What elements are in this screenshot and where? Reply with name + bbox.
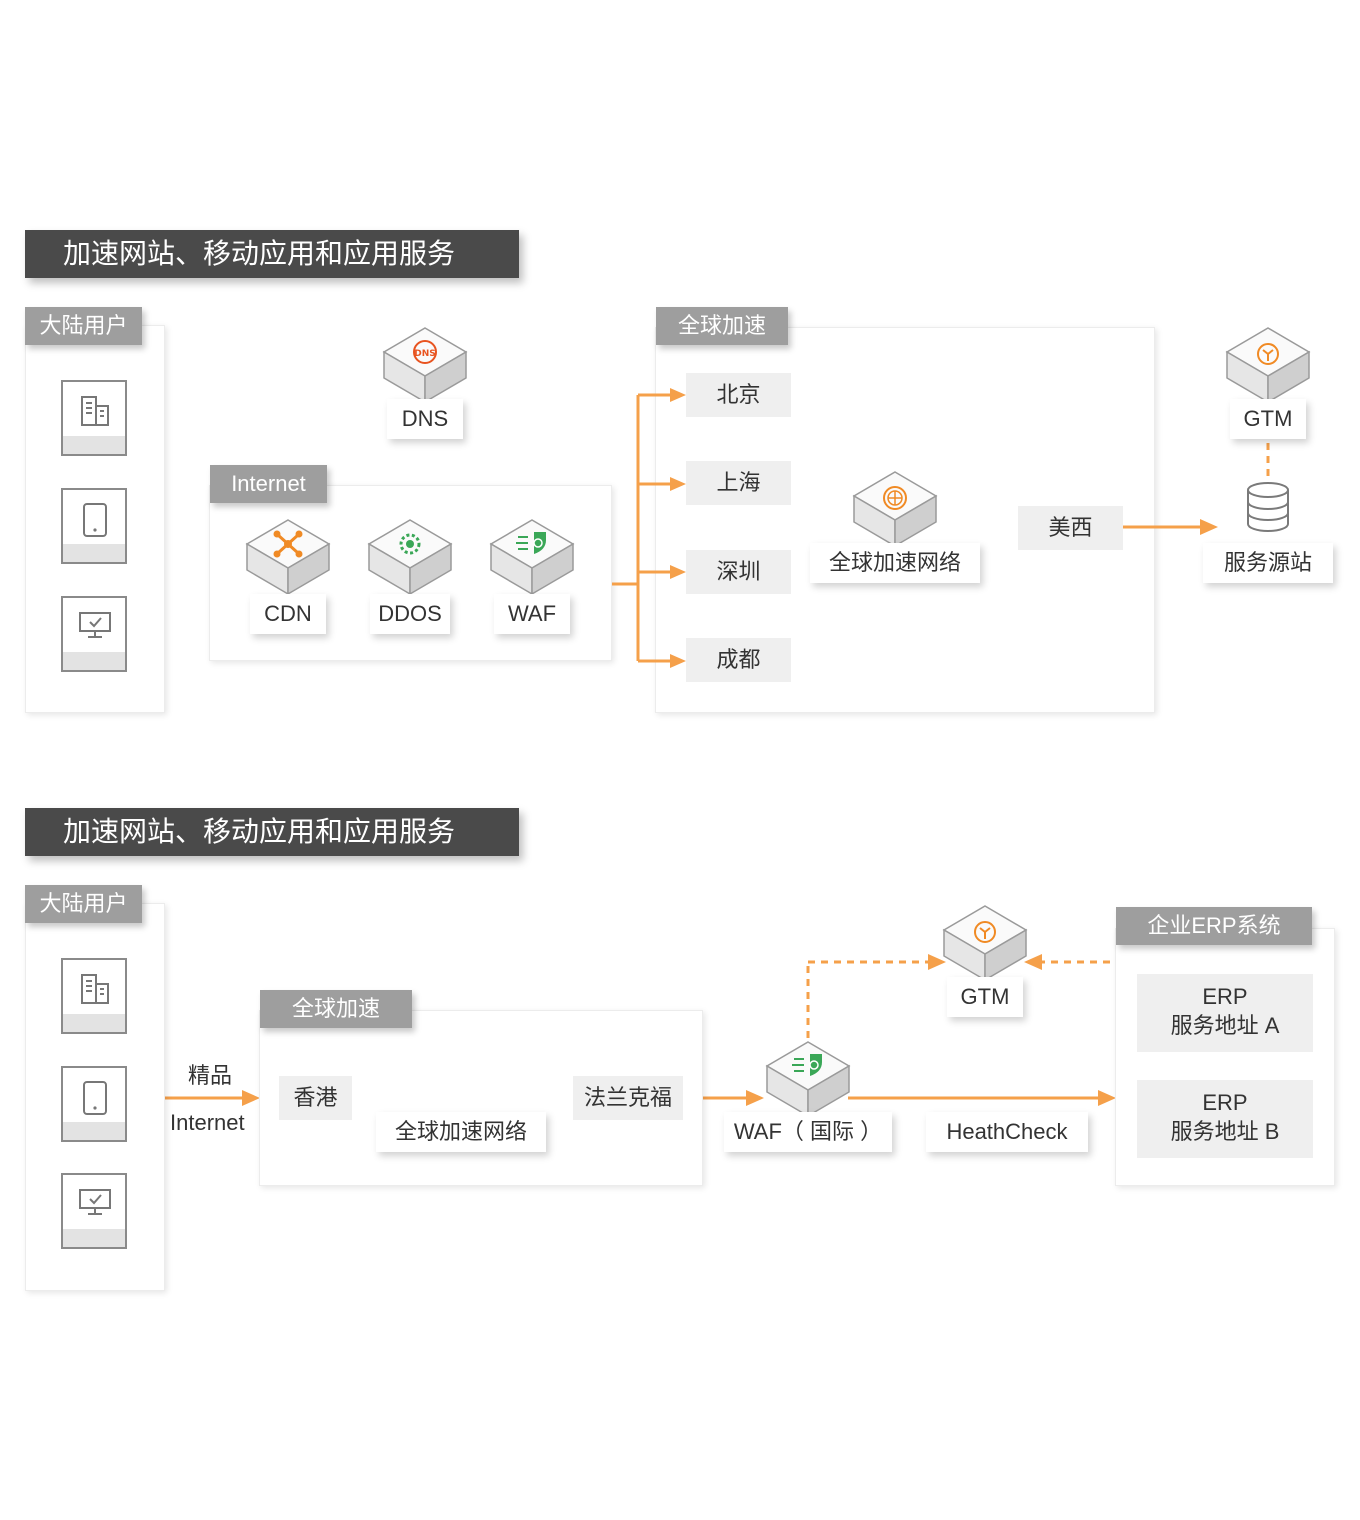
city-chengdu: 成都 <box>686 638 791 682</box>
cdn-label: CDN <box>250 594 326 634</box>
tablet-icon <box>83 503 107 537</box>
top-arrowheads <box>670 388 1218 668</box>
bottom-device-monitor <box>61 1173 127 1249</box>
top-device-building <box>61 380 127 456</box>
origin-label: 服务源站 <box>1203 543 1333 583</box>
monitor-icon <box>79 612 111 638</box>
top-global-tag: 全球加速 <box>656 307 788 345</box>
bottom-device-tablet <box>61 1066 127 1142</box>
erp-address-b: ERP 服务地址 B <box>1137 1080 1313 1158</box>
gtm-cube-top <box>1226 327 1310 403</box>
database-icon <box>1247 482 1289 532</box>
healthcheck-label: HeathCheck <box>926 1112 1088 1152</box>
bottom-arrowheads <box>242 954 1116 1106</box>
bottom-flow-lines <box>165 960 1110 1100</box>
building-icon <box>81 396 109 426</box>
network-label: 全球加速网络 <box>810 543 980 583</box>
building-icon <box>81 974 109 1004</box>
premium-label-line2: Internet <box>170 1110 245 1135</box>
erp-tag: 企业ERP系统 <box>1116 907 1312 945</box>
waf-cube <box>490 519 574 595</box>
frankfurt-label: 法兰克福 <box>573 1076 683 1120</box>
us-west-label: 美西 <box>1018 506 1123 550</box>
ddos-label: DDOS <box>370 594 450 634</box>
tablet-icon <box>83 1081 107 1115</box>
erp-a-subtitle: 服务地址 A <box>1170 1013 1280 1038</box>
dns-cube: DNS <box>383 327 467 403</box>
waf-intl-label: WAF（ 国际 ） <box>724 1112 892 1152</box>
erp-b-subtitle: 服务地址 B <box>1170 1119 1280 1144</box>
waf-label: WAF <box>494 594 570 634</box>
city-shanghai: 上海 <box>686 461 791 505</box>
top-flow-lines <box>612 393 1270 663</box>
top-device-tablet <box>61 488 127 564</box>
erp-b-title: ERP <box>1202 1090 1248 1115</box>
ddos-cube <box>368 519 452 595</box>
erp-address-a: ERP 服务地址 A <box>1137 974 1313 1052</box>
gtm-cube-bottom <box>943 905 1027 981</box>
cdn-cube <box>246 519 330 595</box>
dns-label: DNS <box>387 399 463 439</box>
top-users-tag: 大陆用户 <box>25 307 142 345</box>
svg-text:DNS: DNS <box>414 349 436 359</box>
hongkong-label: 香港 <box>279 1076 352 1120</box>
monitor-icon <box>79 1189 111 1215</box>
gtm-label-top: GTM <box>1230 399 1306 439</box>
bottom-device-building <box>61 958 127 1034</box>
bottom-global-tag: 全球加速 <box>260 990 412 1028</box>
city-shenzhen: 深圳 <box>686 550 791 594</box>
bottom-users-tag: 大陆用户 <box>25 885 142 923</box>
top-section-title: 加速网站、移动应用和应用服务 <box>25 230 519 278</box>
network-cube <box>853 471 937 547</box>
network-label-bottom: 全球加速网络 <box>376 1112 546 1152</box>
premium-label-line1: 精品 <box>188 1063 233 1088</box>
gtm-label-bottom: GTM <box>947 977 1023 1017</box>
erp-a-title: ERP <box>1202 984 1248 1009</box>
bottom-section-title: 加速网站、移动应用和应用服务 <box>25 808 519 856</box>
waf-cube-bottom <box>766 1041 850 1117</box>
city-beijing: 北京 <box>686 373 791 417</box>
top-internet-tag: Internet <box>210 465 327 503</box>
top-device-monitor <box>61 596 127 672</box>
